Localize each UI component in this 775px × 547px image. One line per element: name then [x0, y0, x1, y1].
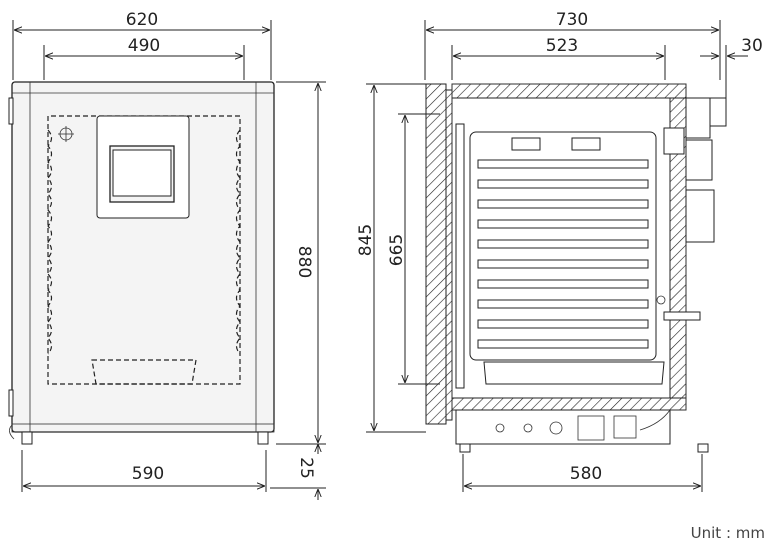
side-foot-back [697, 443, 709, 453]
shelves [477, 159, 649, 349]
inner-width-label: 490 [128, 36, 160, 56]
side-foot-front [459, 443, 471, 453]
inner-height-label: 665 [387, 234, 407, 266]
back-port-panel [685, 189, 715, 243]
inner-depth-label: 523 [546, 36, 578, 56]
height-label: 880 [294, 246, 314, 278]
door-handle [663, 311, 701, 321]
bottom-electrical-box [455, 409, 671, 445]
humidity-tray-outline [91, 359, 197, 385]
back-connector [685, 97, 711, 139]
base-width-label: 590 [132, 464, 164, 484]
base-depth-label: 580 [570, 464, 602, 484]
protrusion-label: 30 [741, 36, 763, 56]
foot-left [21, 431, 33, 445]
bottom-wall [451, 397, 687, 411]
door-height-label: 845 [356, 224, 376, 256]
total-width-label: 620 [126, 10, 158, 30]
side-view: 730 523 30 [356, 10, 763, 492]
outer-door [425, 83, 447, 425]
total-depth-label: 730 [556, 10, 588, 30]
foot-height-label: 25 [296, 457, 316, 479]
foot-right [257, 431, 269, 445]
humidity-pan [483, 361, 665, 385]
top-wall [451, 83, 687, 99]
unit-label: Unit : mm [691, 524, 765, 542]
front-view: 620 490 880 [8, 10, 326, 500]
glass-door [455, 123, 465, 389]
